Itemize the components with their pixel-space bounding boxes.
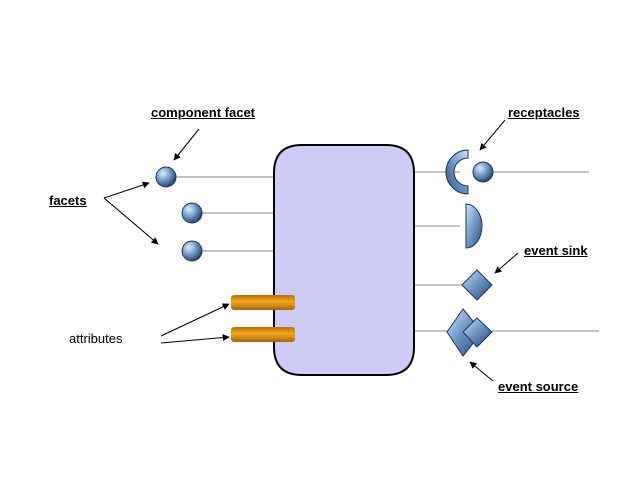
facet-sphere-1: [155, 166, 177, 188]
arrow-event-source: [469, 361, 494, 382]
arrow-attributes-2: [160, 334, 230, 344]
arrow-attributes-1: [160, 303, 230, 337]
facet-sphere-2: [181, 202, 203, 224]
receptacles-label: receptacles: [508, 105, 580, 120]
arrow-facets-2: [103, 197, 159, 245]
event-sink-diamond: [461, 269, 493, 301]
attribute-bar-2: [231, 327, 295, 342]
component-facet-label: component facet: [151, 105, 256, 120]
receptacle-2: [465, 203, 483, 249]
arrow-receptacles: [479, 119, 506, 151]
arrow-event-sink: [494, 252, 519, 274]
event-source-label: event source: [498, 379, 579, 394]
component-body: [273, 144, 415, 376]
event-sink-label: event sink: [524, 243, 588, 258]
facets-label: facets: [49, 193, 87, 208]
attributes-label: attributes: [69, 331, 123, 346]
arrow-facets-1: [103, 181, 150, 199]
receptacle-1: [445, 149, 494, 195]
arrow-component-facet: [173, 128, 200, 161]
event-source-diamond: [446, 308, 493, 357]
facet-sphere-3: [181, 240, 203, 262]
attribute-bar-1: [231, 295, 295, 310]
